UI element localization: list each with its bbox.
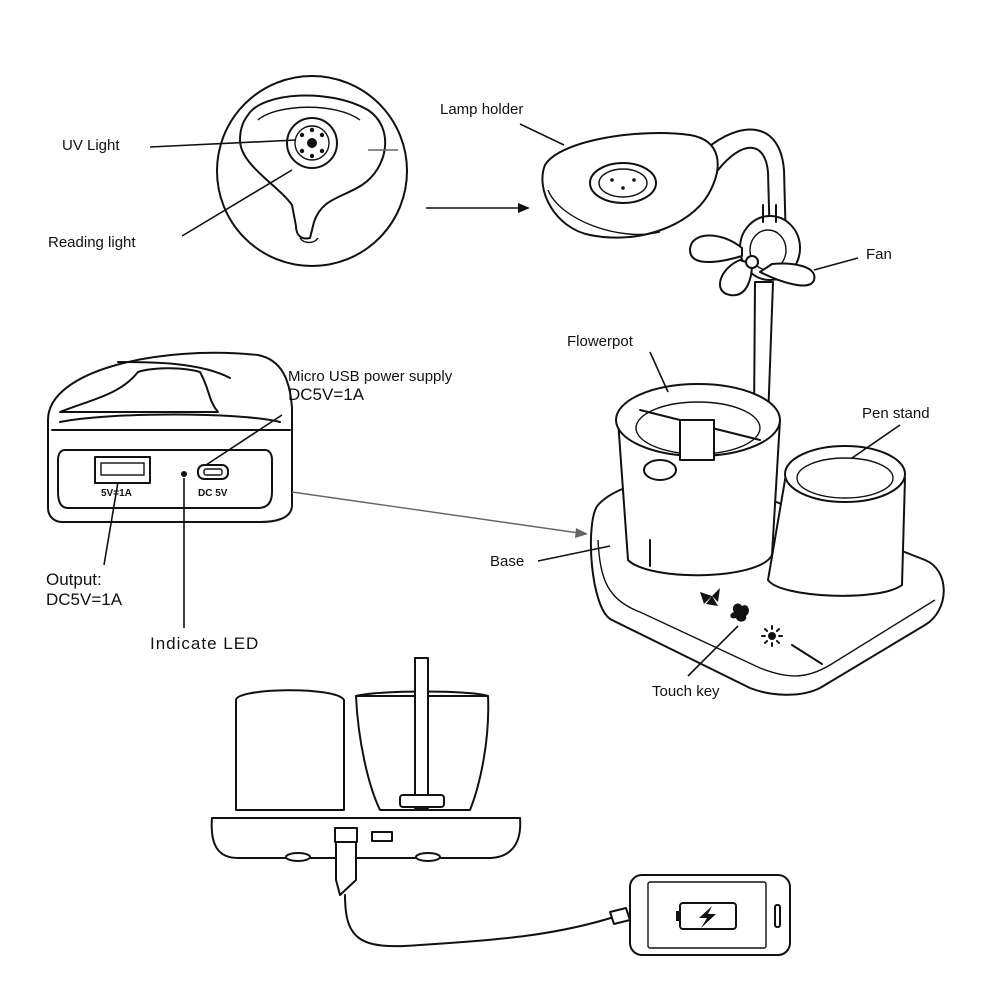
- pen-stand-label: Pen stand: [862, 405, 930, 422]
- dc-port-label: DC 5V: [198, 488, 228, 499]
- phone-icon: [609, 874, 791, 956]
- micro-usb-spec: DC5V=1A: [288, 385, 365, 405]
- lamp-holder-label: Lamp holder: [440, 101, 524, 118]
- reading-light-label: Reading light: [48, 234, 136, 251]
- flowerpot-label: Flowerpot: [567, 333, 633, 350]
- usb-plug-icon: [335, 841, 357, 896]
- indicate-led-label: Indicate LED: [150, 634, 260, 653]
- output-title: Output:: [46, 570, 102, 589]
- charging-setup: [210, 657, 791, 956]
- output-spec: DC5V=1A: [46, 589, 123, 609]
- uv-light-label: UV Light: [62, 137, 120, 154]
- output-label: Output: DC5V=1A: [46, 570, 122, 609]
- fan-label: Fan: [866, 246, 892, 263]
- lamp-holder-assembly: [541, 128, 816, 421]
- lamp-head-closeup: [216, 75, 408, 267]
- micro-usb-title: Micro USB power supply: [288, 368, 453, 385]
- lightning-icon: [699, 906, 716, 928]
- sun-icon: [761, 625, 783, 647]
- base-label: Base: [490, 553, 525, 570]
- base-assembly: [589, 383, 945, 696]
- flower-icon: [730, 603, 749, 622]
- fan-icon: [700, 588, 720, 606]
- indicator-led-dot: [181, 471, 187, 477]
- port-closeup: [47, 351, 293, 523]
- micro-usb-label: Micro USB power supply DC5V=1A: [288, 368, 452, 405]
- fan-icon: [689, 204, 816, 297]
- touch-key-label: Touch key: [652, 683, 720, 700]
